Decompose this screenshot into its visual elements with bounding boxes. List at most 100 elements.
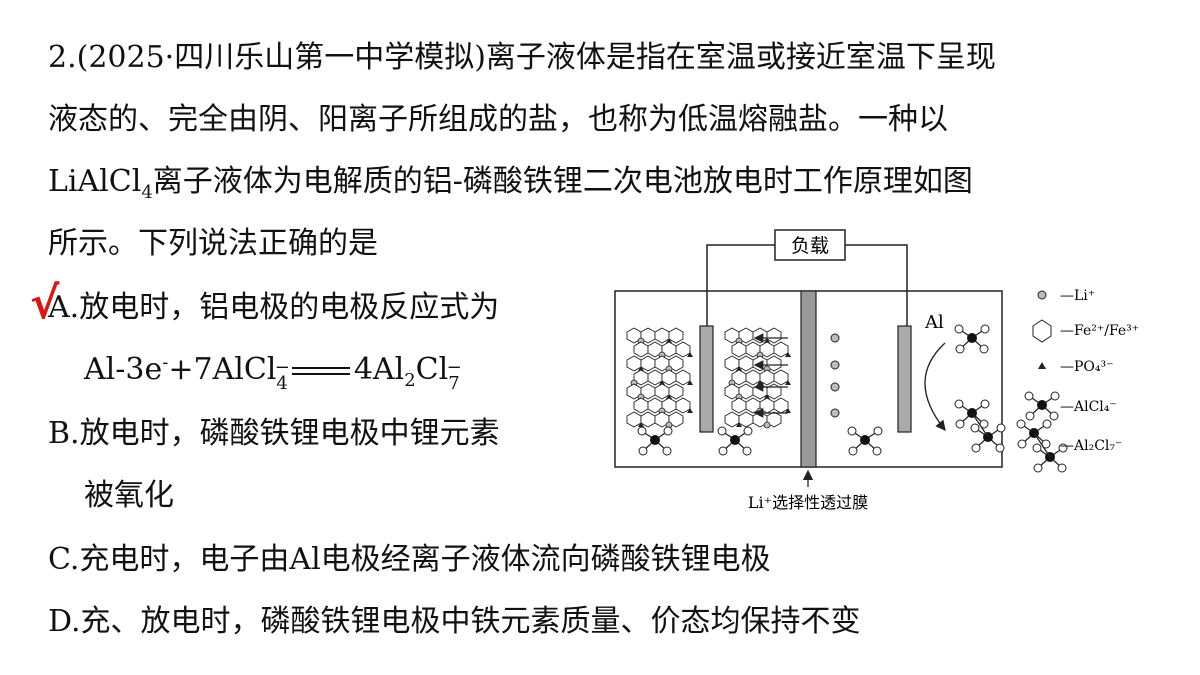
po4-marker: [736, 366, 742, 371]
fe-octahedron: [752, 327, 768, 344]
po4-marker: [785, 352, 791, 357]
cl-atom: [743, 426, 753, 436]
option-b-line-2: 被氧化: [84, 478, 174, 513]
fe-octahedron: [738, 355, 754, 372]
fe-octahedron: [773, 341, 789, 358]
option-d: D.充、放电时，磷酸铁锂电极中铁元素质量、价态均保持不变: [48, 604, 861, 639]
fe-octahedron: [773, 397, 789, 414]
cl-atom: [663, 426, 673, 436]
fe-octahedron: [766, 355, 782, 372]
cl-atom: [1032, 443, 1042, 453]
membrane: [800, 290, 817, 468]
fe-octahedron: [647, 369, 663, 386]
cl-atom: [848, 446, 858, 456]
load-box: [774, 229, 846, 261]
legend-po4-marker: [1038, 362, 1046, 369]
al-atom: [1037, 400, 1047, 410]
legend-al2cl7-marker: [1016, 419, 1068, 473]
fe-octahedron: [773, 369, 789, 386]
legend-po4: —PO₄³⁻: [1060, 359, 1114, 375]
al-electrode: [897, 325, 912, 433]
question-line-2: 液态的、完全由阴、阳离子所组成的盐，也称为低温熔融盐。一种以: [48, 102, 948, 137]
legend-li-marker: [1037, 290, 1047, 300]
cl-atom: [979, 344, 989, 354]
reaction-arrow: [924, 342, 946, 432]
cl-atom: [873, 426, 883, 436]
option-b: B.放电时，磷酸铁锂电极中锂元素: [48, 416, 500, 451]
cl-atom: [995, 443, 1005, 453]
question-line-3: LiAlCl4离子液体为电解质的铝-磷酸铁锂二次电池放电时工作原理如图: [48, 164, 973, 203]
option-c: C.充电时，电子由Al电极经离子液体流向磷酸铁锂电极: [48, 542, 771, 577]
fe-octahedron: [766, 327, 782, 344]
membrane-label: Li⁺选择性透过膜: [748, 493, 868, 512]
cl-atom: [955, 344, 965, 354]
fe-octahedron: [654, 327, 670, 344]
cl-atom: [954, 324, 964, 334]
cl-atom: [717, 426, 727, 436]
option-a: A.放电时，铝电极的电极反应式为: [48, 290, 500, 325]
cl-atom: [980, 399, 990, 409]
cl-atom: [1025, 411, 1035, 421]
legend: —Li⁺ —Fe²⁺/Fe³⁺ —PO₄³⁻ —AlCl₄⁻ —Al₂Cl₇⁻: [1016, 288, 1139, 473]
cl-atom: [872, 446, 882, 456]
po4-marker: [638, 366, 644, 371]
fe-octahedron: [745, 369, 761, 386]
cl-atom: [1050, 391, 1060, 401]
al-atom: [967, 333, 977, 343]
po4-marker: [659, 380, 665, 385]
cl-atom: [718, 446, 728, 456]
li-ion: [763, 421, 771, 429]
fe-octahedron: [675, 369, 691, 386]
li-migration: [753, 333, 840, 418]
po4-marker: [764, 394, 770, 399]
fe-octahedron: [633, 341, 649, 358]
legend-fe: —Fe²⁺/Fe³⁺: [1060, 323, 1139, 339]
fe-octahedron: [759, 369, 775, 386]
cl-atom: [662, 446, 672, 456]
legend-alcl4-marker: [1024, 391, 1060, 421]
cl-atom: [847, 426, 857, 436]
battery-diagram: 负载 Al Li⁺选择性透过膜 —Li⁺ —Fe²⁺/Fe³⁺ —PO₄³⁻ —…: [614, 229, 1139, 512]
fe-octahedron: [640, 411, 656, 428]
question-line-4: 所示。下列说法正确的是: [48, 226, 378, 261]
al-label: Al: [924, 312, 944, 333]
fe-octahedron: [668, 411, 684, 428]
cl-atom: [954, 399, 964, 409]
fe-octahedron: [654, 383, 670, 400]
fe-octahedron: [633, 397, 649, 414]
equals-sign: [291, 367, 350, 375]
lfp-electrode: [699, 325, 714, 433]
legend-alcl4: —AlCl₄⁻: [1060, 399, 1117, 415]
fe-octahedron: [675, 397, 691, 414]
fe-octahedron: [738, 411, 754, 428]
fe-octahedron: [668, 355, 684, 372]
po4-marker: [687, 352, 693, 357]
fe-octahedron: [752, 383, 768, 400]
cl-atom: [1017, 439, 1027, 449]
fe-octahedron: [731, 397, 747, 414]
fe-octahedron: [766, 411, 782, 428]
po4-marker: [764, 338, 770, 343]
legend-fe-marker: [1032, 319, 1052, 343]
option-a-equation: Al-3e-+7AlCl4−4Al2Cl7−: [84, 352, 462, 394]
po4-marker: [638, 422, 644, 427]
al-atom: [860, 435, 870, 445]
cl-atom: [1042, 419, 1052, 429]
cl-atom: [955, 419, 965, 429]
cl-atom: [970, 423, 980, 433]
po4-marker: [785, 408, 791, 413]
fe-octahedron: [731, 341, 747, 358]
fe-octahedron: [626, 411, 642, 428]
fe-octahedron: [724, 355, 740, 372]
fe-octahedron: [724, 411, 740, 428]
question-source: 四川乐山第一中学模拟: [174, 40, 475, 75]
fe-octahedron: [766, 383, 782, 400]
po4-marker: [736, 422, 742, 427]
anion-molecules: [637, 324, 1006, 456]
cl-atom: [1016, 419, 1026, 429]
cl-atom: [1057, 463, 1067, 473]
cl-atom: [996, 423, 1006, 433]
cl-atom: [1049, 411, 1059, 421]
correct-answer-check-icon: √: [30, 278, 60, 329]
cl-atom: [742, 446, 752, 456]
